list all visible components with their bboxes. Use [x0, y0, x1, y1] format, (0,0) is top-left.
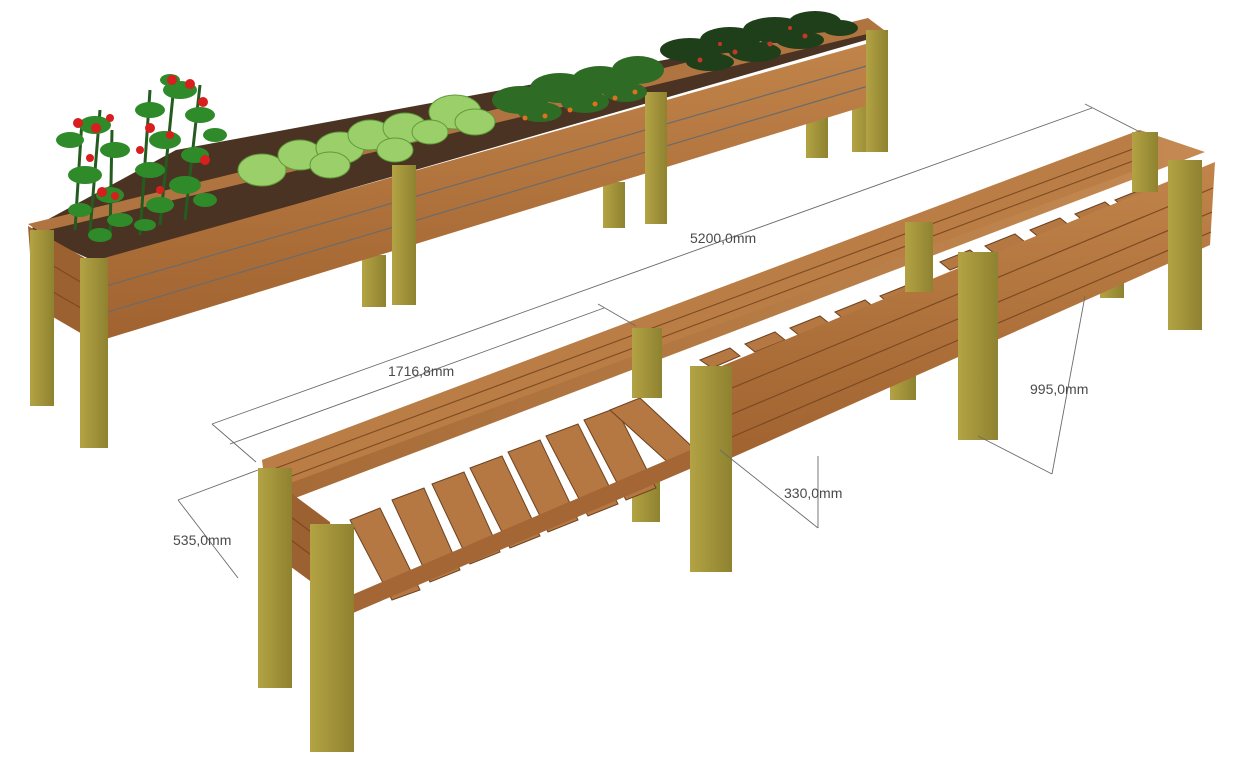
back-planter-post — [30, 230, 54, 406]
depth-label: 330,0mm — [784, 485, 842, 501]
back-planter-soil — [32, 22, 880, 262]
dimension-labels: 5200,0mm 1716,8mm 535,0mm 330,0mm 995,0m… — [173, 230, 1088, 548]
section-length-label: 1716,8mm — [388, 363, 454, 379]
front-planter-post — [632, 328, 662, 398]
front-planter-post — [310, 524, 354, 752]
front-planter-post — [258, 468, 292, 688]
total-length-label: 5200,0mm — [690, 230, 756, 246]
lettuce-plants — [237, 94, 496, 187]
front-planter-post — [958, 252, 998, 440]
width-label: 535,0mm — [173, 532, 231, 548]
height-label: 995,0mm — [1030, 381, 1088, 397]
strawberry-plants — [660, 11, 858, 71]
back-planter-post — [866, 30, 888, 152]
back-planter-leg — [603, 182, 625, 228]
back-planter-leg — [362, 255, 386, 307]
front-planter — [258, 130, 1215, 752]
back-planter — [28, 11, 888, 448]
front-planter-post — [1168, 160, 1202, 330]
back-planter-post — [392, 165, 416, 305]
back-planter-front-side — [90, 40, 880, 342]
herb-plants — [492, 56, 664, 122]
tomato-plants — [56, 74, 227, 242]
front-planter-post — [690, 366, 732, 572]
front-planter-post — [1132, 132, 1158, 192]
back-planter-post — [80, 258, 108, 448]
back-planter-post — [645, 92, 667, 224]
dimension-lines — [177, 103, 1141, 579]
front-planter-post — [905, 222, 933, 292]
